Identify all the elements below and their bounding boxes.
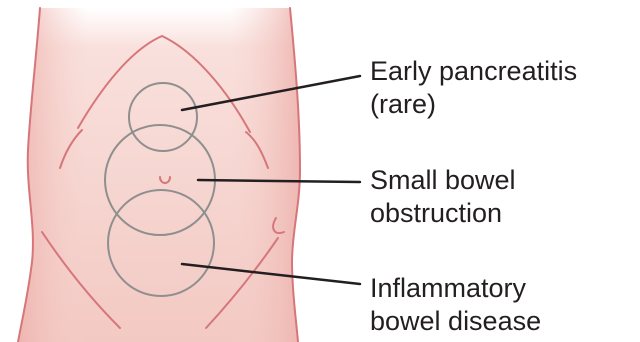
torso-side-shading <box>18 8 300 342</box>
label-small-bowel-obstruction: Small bowel obstruction <box>370 164 516 230</box>
label-early-pancreatitis-line2: (rare) <box>370 88 577 121</box>
label-inflammatory-bowel-disease-line1: Inflammatory <box>370 272 541 305</box>
label-small-bowel-obstruction-line2: obstruction <box>370 197 516 230</box>
label-early-pancreatitis: Early pancreatitis (rare) <box>370 55 577 121</box>
label-early-pancreatitis-line1: Early pancreatitis <box>370 55 577 88</box>
label-inflammatory-bowel-disease-line2: bowel disease <box>370 305 541 338</box>
label-inflammatory-bowel-disease: Inflammatory bowel disease <box>370 272 541 338</box>
label-small-bowel-obstruction-line1: Small bowel <box>370 164 516 197</box>
